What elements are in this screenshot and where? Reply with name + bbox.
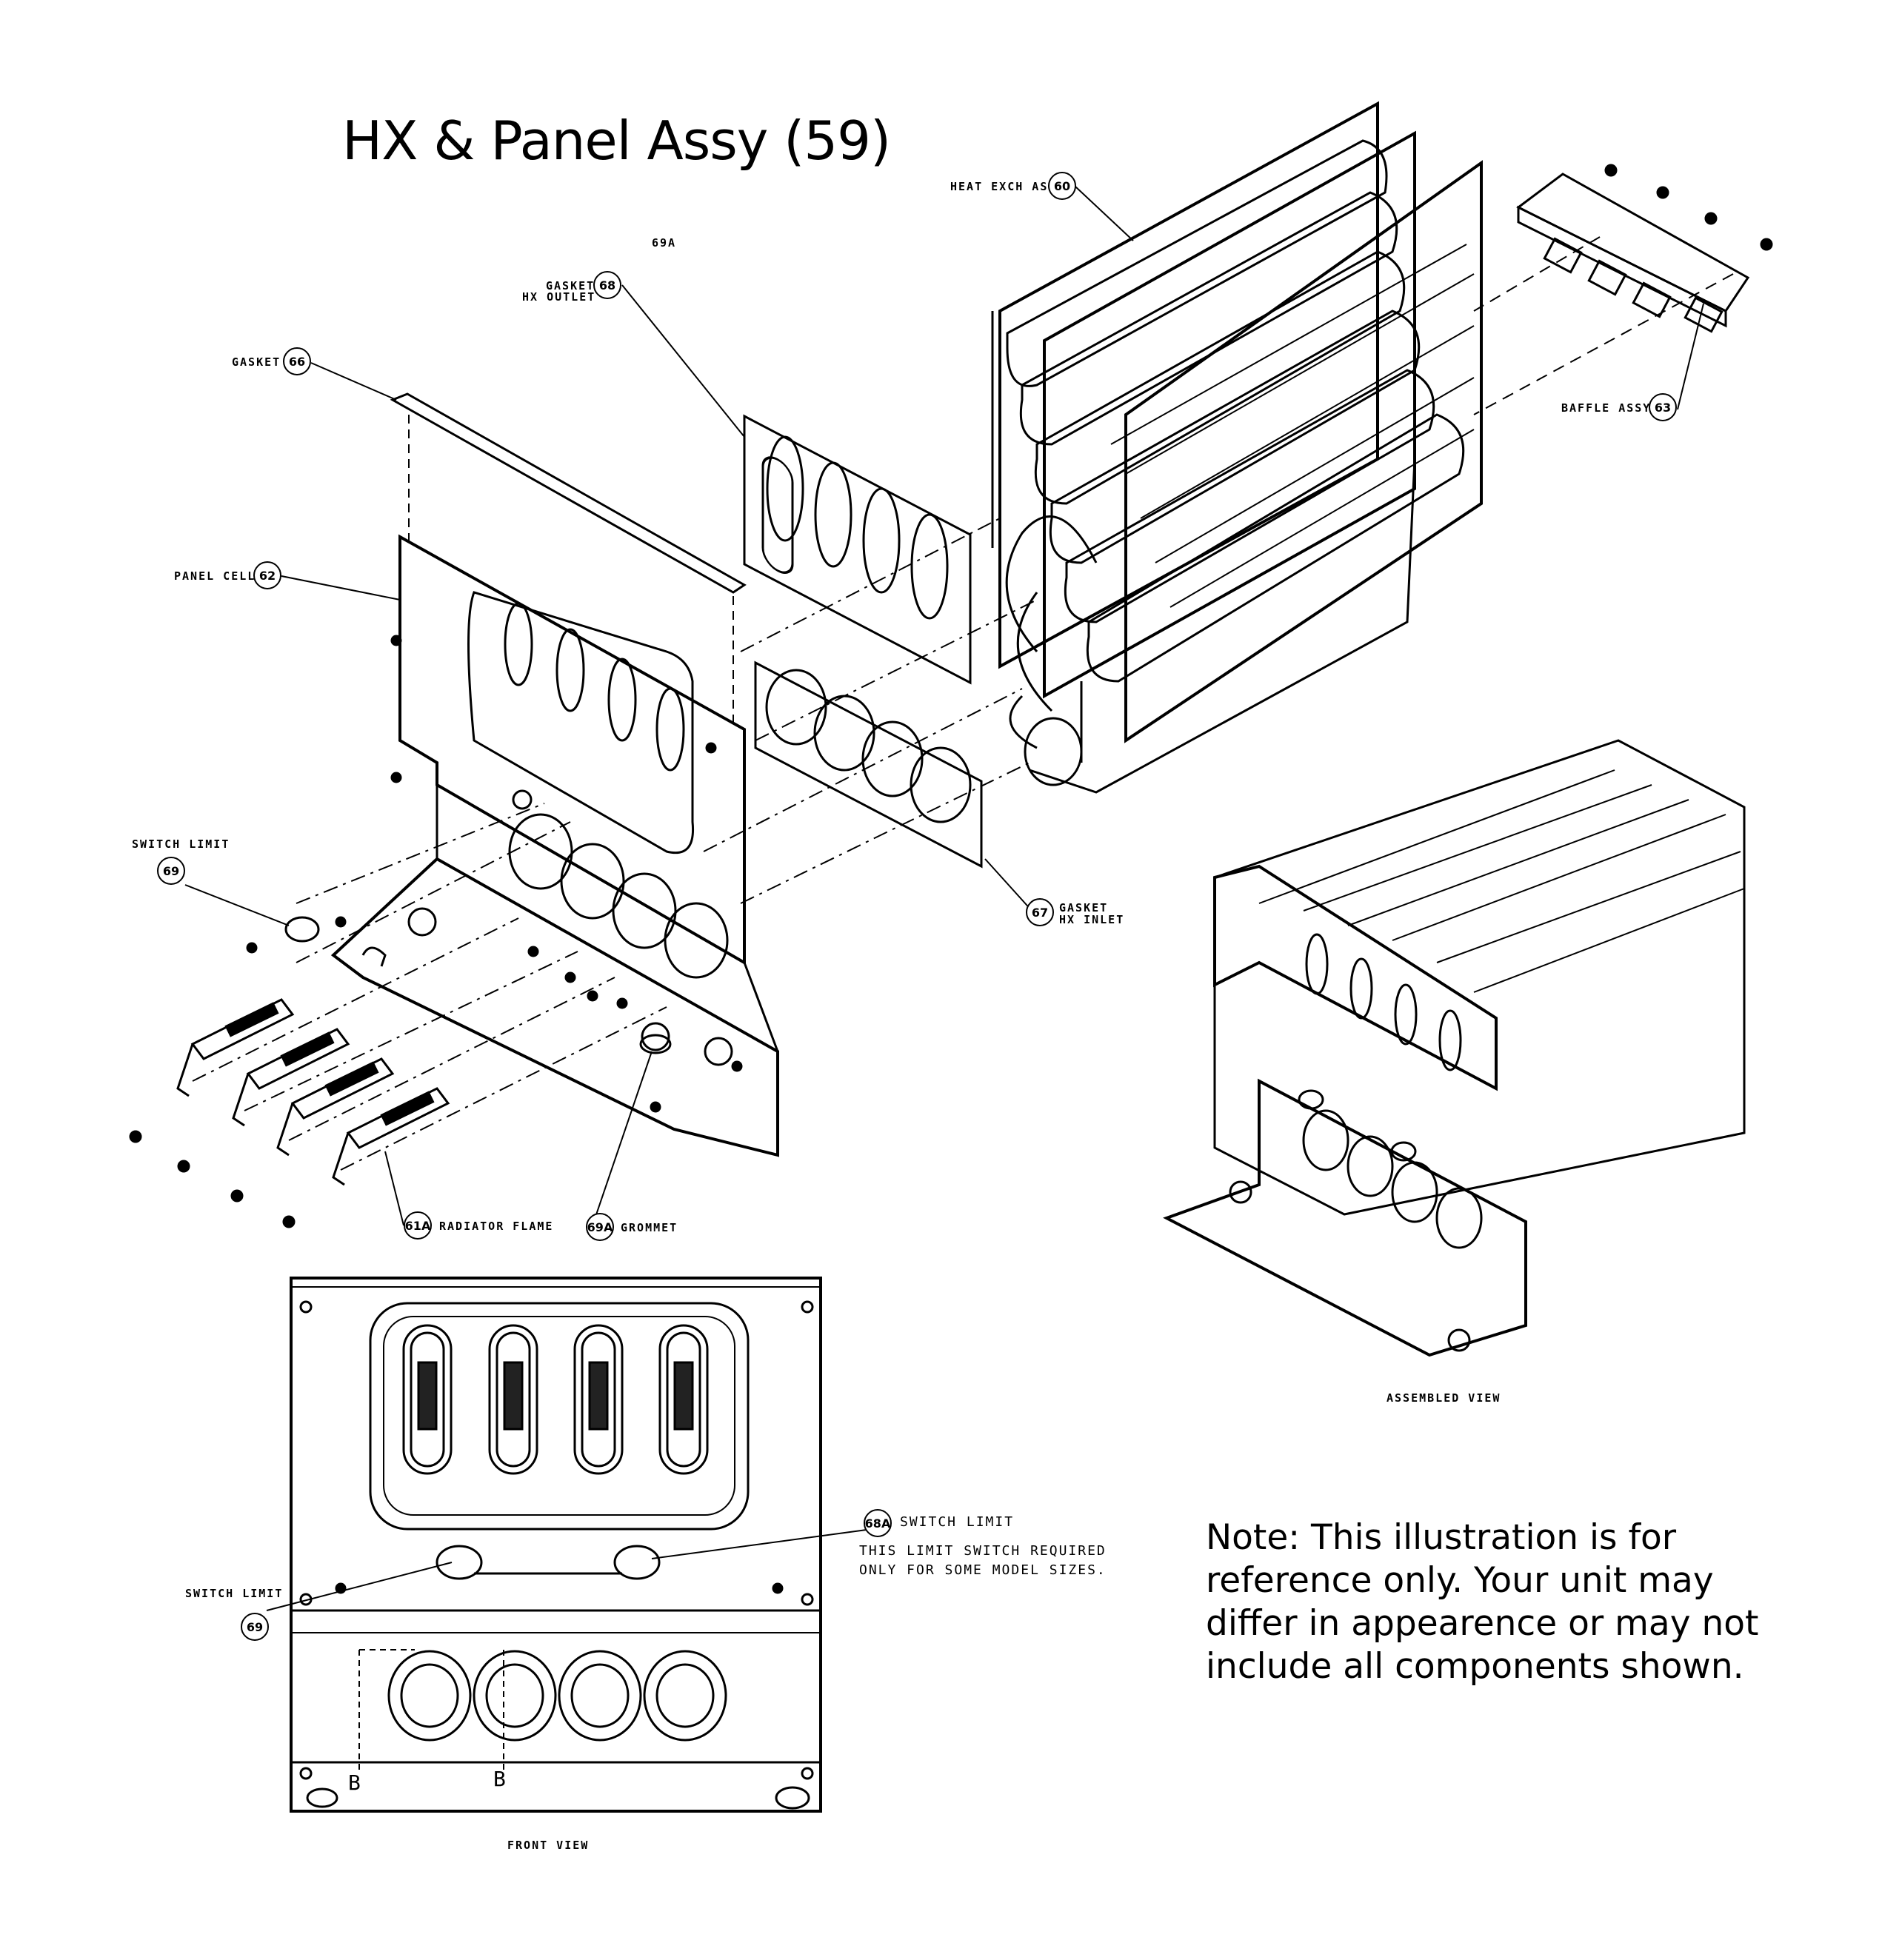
- gasket-hx-inlet-label: GASKET: [1059, 901, 1109, 914]
- switch-limit-number: 69: [157, 857, 185, 885]
- gasket-hx-inlet-label-2: HX INLET: [1059, 913, 1125, 926]
- panel-cell-drawing: [192, 392, 1038, 1171]
- baffle-assembly-drawing: [1473, 164, 1773, 415]
- front-view-drawing: [290, 1277, 822, 1813]
- heat-exch-assy-label: HEAT EXCH ASSY: [950, 180, 1065, 193]
- grommet-number: 69A: [586, 1213, 614, 1241]
- panel-cell-label: PANEL CELL: [174, 569, 256, 583]
- section-letter-b-right: B: [493, 1767, 507, 1791]
- limit-switch-note-2: ONLY FOR SOME MODEL SIZES.: [859, 1562, 1107, 1578]
- gasket-hx-inlet-drawing: [754, 660, 983, 869]
- heat-exch-assy-number: 60: [1048, 172, 1076, 200]
- gasket-hx-outlet-drawing: [743, 414, 972, 685]
- switch-limit-label: SWITCH LIMIT: [132, 837, 230, 851]
- reference-note: Note: This illustration is for reference…: [1206, 1517, 1759, 1687]
- switch-limit-front-number: 69: [241, 1613, 269, 1641]
- switch-limit-front-label: SWITCH LIMIT: [185, 1587, 284, 1600]
- leader-lines: [184, 186, 1704, 1611]
- heat-exchanger-drawing: [991, 101, 1483, 794]
- limit-switch-note-1: THIS LIMIT SWITCH REQUIRED: [859, 1543, 1107, 1559]
- panel-cell-number: 62: [253, 561, 281, 589]
- assembled-view-label: ASSEMBLED VIEW: [1387, 1391, 1501, 1405]
- switch-limit-68a-label: SWITCH LIMIT: [900, 1514, 1015, 1530]
- gasket-label: GASKET: [232, 355, 281, 369]
- front-view-label: FRONT VIEW: [507, 1839, 590, 1852]
- gasket-hx-outlet-label: GASKET: [546, 279, 595, 292]
- switch-limit-68a-number: 68A: [864, 1509, 892, 1537]
- gasket-hx-outlet-number: 68: [593, 271, 621, 299]
- stray-69a-label: 69A: [652, 236, 677, 250]
- gasket-hx-inlet-number: 67: [1026, 898, 1054, 926]
- radiator-flames-drawing: [129, 998, 450, 1228]
- baffle-assy-label: BAFFLE ASSY: [1561, 401, 1652, 415]
- radiator-flame-number: 61A: [404, 1211, 432, 1240]
- radiator-flame-label: RADIATOR FLAME: [439, 1220, 554, 1233]
- page-title: HX & Panel Assy (59): [342, 110, 891, 172]
- grommet-label: GROMMET: [621, 1221, 678, 1234]
- assembled-view-drawing: [1163, 739, 1746, 1357]
- gasket-number: 66: [283, 347, 311, 375]
- gasket-hx-outlet-label-2: HX OUTLET: [522, 290, 596, 304]
- baffle-assy-number: 63: [1649, 393, 1677, 421]
- section-letter-b-left: B: [348, 1770, 362, 1795]
